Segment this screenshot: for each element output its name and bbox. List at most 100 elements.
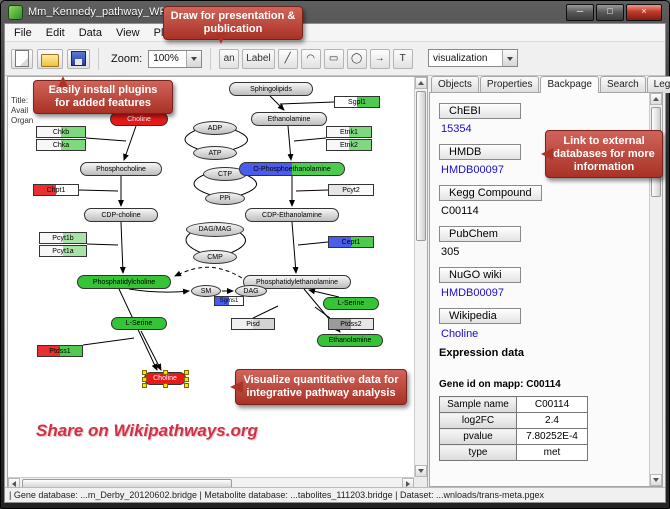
pathway-edge[interactable]	[308, 288, 340, 298]
pathway-edge[interactable]	[287, 125, 294, 161]
pathway-node-etnk2[interactable]: Etnk2	[326, 139, 372, 151]
pathway-node-cept1[interactable]: Cept1	[328, 236, 374, 248]
pathway-edge[interactable]	[86, 243, 119, 246]
pathway-node-etnk1[interactable]: Etnk1	[326, 126, 372, 138]
scroll-up-icon[interactable]	[415, 77, 427, 89]
close-button[interactable]: ×	[626, 3, 662, 21]
chevron-down-icon[interactable]	[186, 50, 202, 67]
pathway-node-o-phosphoethanolamine[interactable]: O-Phosphoethanolamine	[239, 162, 345, 176]
pathway-edge[interactable]	[314, 306, 331, 319]
line-tool[interactable]: ╱	[277, 48, 298, 69]
pathway-edge[interactable]	[140, 330, 162, 371]
tab-properties[interactable]: Properties	[479, 76, 540, 93]
selection-handle[interactable]	[163, 383, 168, 388]
pathway-edge[interactable]	[269, 95, 285, 111]
external-link[interactable]: HMDB00097	[441, 164, 504, 176]
pathway-node-cmp[interactable]: CMP	[193, 250, 237, 264]
pathway-node-adp[interactable]: ADP	[193, 121, 237, 135]
pathway-edge[interactable]	[78, 189, 119, 192]
pathway-node-phosphatidylcholine[interactable]: Phosphatidylcholine	[77, 275, 171, 289]
pathway-node-chkb[interactable]: Chkb	[36, 126, 86, 138]
arc-tool[interactable]: ◠	[300, 48, 321, 69]
selection-handle[interactable]	[184, 383, 189, 388]
canvas-vertical-scrollbar[interactable]	[414, 77, 427, 477]
pathway-node-sgms1[interactable]: Sgms1	[214, 296, 244, 306]
save-button[interactable]	[67, 48, 90, 69]
pathway-edge[interactable]	[85, 137, 127, 142]
pathway-node-ptdss2[interactable]: Ptdss2	[328, 318, 374, 330]
pathway-node-cdp-ethanolamine[interactable]: CDP-Ethanolamine	[245, 208, 339, 222]
pathway-node-pcyt1a[interactable]: Pcyt1a	[39, 245, 87, 257]
pathway-edge[interactable]	[119, 221, 126, 274]
selection-handle[interactable]	[163, 370, 168, 375]
pathway-node-phosphocholine[interactable]: Phosphocholine	[80, 162, 162, 176]
text-tool[interactable]: T	[392, 48, 413, 69]
pathway-node-pcyt1b[interactable]: Pcyt1b	[39, 232, 87, 244]
pathway-edge[interactable]	[123, 125, 137, 161]
pathway-node-cdp-choline[interactable]: CDP-choline	[84, 208, 158, 222]
minimize-button[interactable]: ─	[566, 3, 594, 21]
datanode-tool[interactable]: an	[219, 48, 240, 69]
pathway-node-sm[interactable]: SM	[191, 285, 221, 297]
selection-handle[interactable]	[184, 370, 189, 375]
external-link[interactable]: 15354	[441, 123, 472, 135]
pathway-node-ethanolamine[interactable]: Ethanolamine	[317, 334, 383, 347]
selection-handle[interactable]	[142, 376, 147, 382]
scroll-down-icon[interactable]	[650, 474, 662, 486]
tab-backpage[interactable]: Backpage	[540, 76, 599, 93]
zoom-combobox[interactable]: 100%	[148, 49, 203, 68]
chevron-down-icon[interactable]	[502, 50, 517, 66]
arrow-tool[interactable]: →	[369, 48, 390, 69]
pathway-node-ptdss1[interactable]: Ptdss1	[37, 345, 83, 357]
pathway-edge[interactable]	[252, 305, 279, 319]
pathway-edge[interactable]	[174, 266, 243, 279]
pathway-node-dag[interactable]: DAG	[235, 285, 267, 297]
selection-handle[interactable]	[184, 376, 189, 382]
oval-tool[interactable]: ◯	[346, 48, 367, 69]
visualization-combobox[interactable]: visualization	[428, 49, 518, 67]
pathway-node-pisd[interactable]: Pisd	[231, 318, 275, 330]
rectangle-tool[interactable]: ▭	[323, 48, 344, 69]
menu-file[interactable]: File	[14, 26, 32, 39]
pathway-edge[interactable]	[295, 189, 329, 192]
pathway-node-phosphatidylethanolamine[interactable]: Phosphatidylethanolamine	[243, 275, 351, 289]
label-tool[interactable]: Label	[242, 48, 275, 69]
pathway-edge[interactable]	[297, 241, 329, 246]
pathway-node-choline[interactable]: Choline	[142, 370, 189, 388]
external-link[interactable]: Choline	[441, 328, 479, 340]
pathway-node-l-serine[interactable]: L-Serine	[111, 317, 167, 330]
pathway-node-ppi[interactable]: PPi	[205, 192, 245, 205]
external-link[interactable]: HMDB00097	[441, 287, 504, 299]
scroll-down-icon[interactable]	[415, 465, 427, 477]
new-button[interactable]	[11, 48, 33, 69]
pathway-edge[interactable]	[82, 337, 135, 346]
vertical-scroll-thumb[interactable]	[416, 91, 426, 241]
tab-objects[interactable]: Objects	[431, 76, 479, 93]
pathway-node-chka[interactable]: Chka	[36, 139, 86, 151]
pathway-node-pcyt2[interactable]: Pcyt2	[328, 184, 374, 196]
tab-search[interactable]: Search	[599, 76, 646, 93]
selection-handle[interactable]	[142, 370, 147, 375]
pathway-edge[interactable]	[279, 101, 335, 105]
pathway-node-sphingolipids[interactable]: Sphingolipids	[229, 82, 313, 96]
selection-handle[interactable]	[142, 383, 147, 388]
menu-view[interactable]: View	[115, 26, 140, 39]
title-bar[interactable]: Mm_Kennedy_pathway_WP1771_45176.gp ─□×	[4, 2, 666, 22]
pathway-edge[interactable]	[293, 137, 327, 142]
menu-edit[interactable]: Edit	[45, 26, 65, 39]
open-button[interactable]	[37, 48, 63, 69]
pathway-node-chpt1[interactable]: Chpt1	[33, 184, 79, 196]
pathway-node-sgpl1[interactable]: Sgpl1	[334, 96, 380, 108]
pathway-node-l-serine[interactable]: L-Serine	[323, 297, 379, 310]
scroll-up-icon[interactable]	[650, 93, 662, 105]
pathway-node-choline[interactable]: Choline	[110, 112, 168, 126]
pathway-edge[interactable]	[291, 221, 299, 274]
maximize-button[interactable]: □	[596, 3, 624, 21]
pathway-edge[interactable]	[128, 288, 190, 295]
pathway-node-dag-mag[interactable]: DAG/MAG	[186, 222, 244, 237]
menu-data[interactable]: Data	[78, 26, 102, 39]
pathway-node-ethanolamine[interactable]: Ethanolamine	[251, 112, 327, 126]
tab-legend[interactable]: Legend	[646, 76, 670, 93]
